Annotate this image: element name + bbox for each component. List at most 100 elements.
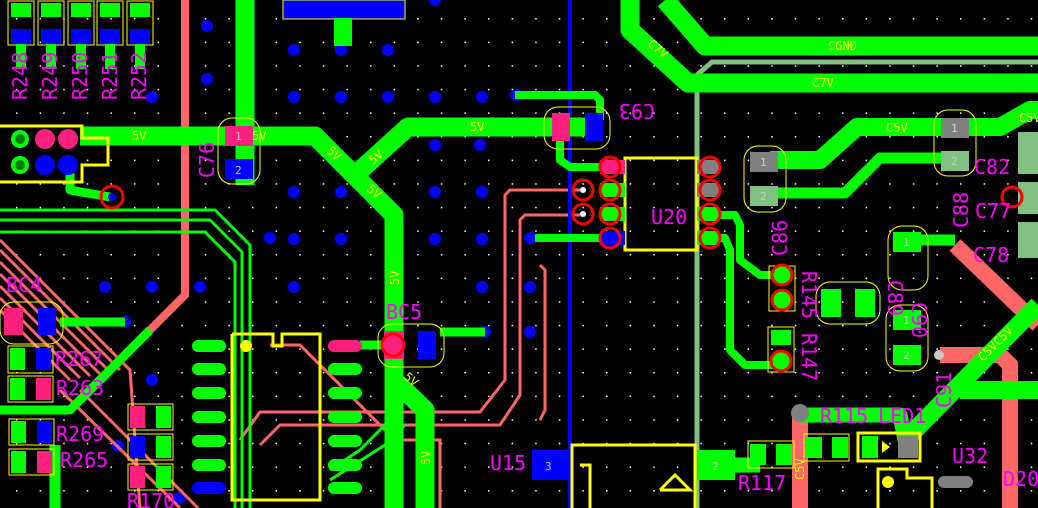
grid-dot (464, 466, 466, 468)
ic-u15[interactable]: 3 2 (532, 443, 735, 508)
resistor-r267[interactable] (7, 345, 54, 374)
trace[interactable] (0, 326, 154, 415)
ic-u20[interactable] (571, 155, 722, 252)
grid-dot (252, 466, 254, 468)
grid-dot (39, 88, 42, 91)
grid-dot (582, 324, 584, 327)
trace[interactable] (515, 91, 604, 120)
ic-soic[interactable] (192, 332, 362, 502)
grid-dot (606, 18, 608, 20)
resistor-array-r170[interactable] (127, 403, 174, 491)
grid-dot (724, 348, 726, 350)
trace-c7v[interactable] (620, 0, 1038, 93)
grid-dot (582, 18, 584, 20)
grid-dot (912, 301, 915, 303)
resistor-array-r248-r252[interactable] (7, 0, 154, 69)
trace-cgnd[interactable] (657, 0, 1038, 56)
grid-dot (228, 490, 230, 492)
resistor-r263[interactable] (7, 375, 54, 403)
grid-dot (370, 301, 372, 303)
pin-pad (192, 363, 226, 375)
connector-header[interactable] (0, 124, 110, 184)
bottom-trace[interactable] (238, 188, 580, 441)
grid-dot (842, 395, 844, 398)
pin-pad (328, 482, 362, 494)
capacitor-right-edge[interactable] (1000, 132, 1038, 258)
grid-dot (440, 206, 443, 209)
capacitor-c82[interactable]: 1 2 (933, 109, 977, 177)
bottom-trace[interactable] (538, 263, 547, 421)
trace[interactable] (65, 170, 111, 202)
trace[interactable] (712, 234, 780, 369)
trace-5v[interactable] (348, 117, 600, 183)
refdes-led1: LED1 (878, 404, 926, 428)
grid-dot (771, 112, 773, 114)
ic-u32[interactable] (876, 467, 973, 508)
bottom-trace[interactable] (0, 238, 142, 508)
resistor-r145[interactable] (768, 263, 796, 312)
trace[interactable] (0, 208, 252, 508)
trace-5v[interactable] (387, 373, 435, 508)
capacitor-c90[interactable]: 1 2 (885, 304, 944, 372)
grid-dot (535, 65, 537, 67)
resistor-r115[interactable] (803, 433, 850, 462)
resistor-r269[interactable] (8, 418, 55, 446)
capacitor-c78[interactable]: 1 (887, 225, 929, 291)
grid-dot (228, 324, 230, 327)
grid-dot (912, 277, 915, 280)
grid-dot (488, 183, 490, 185)
grid-dot (488, 254, 490, 256)
grid-dot (582, 348, 584, 350)
grid-dot (983, 442, 986, 445)
grid-dot (889, 466, 891, 468)
via (429, 186, 441, 198)
grid-dot (275, 41, 278, 44)
capacitor-c93[interactable] (543, 106, 611, 150)
bottom-trace[interactable] (258, 213, 580, 447)
capacitor-c86[interactable]: 1 2 (743, 145, 787, 213)
grid-dot (322, 112, 325, 114)
capacitor-c76[interactable]: 1 2 (217, 117, 261, 185)
capacitor-bc4[interactable] (0, 301, 64, 345)
refdes-d20: D20 (1003, 467, 1038, 491)
trace[interactable] (556, 140, 612, 171)
grid-dot (488, 277, 490, 280)
grid-dot (1030, 419, 1033, 421)
resistor-r265[interactable] (8, 448, 55, 476)
pin-pad (192, 387, 226, 399)
trace-c5v[interactable] (770, 101, 1038, 169)
trace (135, 44, 145, 69)
grid-dot (1007, 183, 1009, 185)
grid-dot (889, 65, 891, 67)
trace[interactable] (0, 218, 244, 508)
grid-dot (912, 395, 915, 398)
resistor-r117[interactable] (747, 440, 795, 469)
bottom-trace[interactable] (940, 347, 1018, 508)
trace[interactable] (712, 211, 780, 279)
grid-dot (63, 395, 65, 398)
trace-c5v[interactable] (770, 152, 960, 199)
component-block-top[interactable] (282, 0, 406, 20)
grid-dot (440, 490, 443, 492)
trace-c5v-diag[interactable] (898, 298, 1038, 447)
grid-dot (865, 395, 868, 398)
via (146, 281, 158, 293)
capacitor-bc5[interactable] (377, 323, 445, 368)
trace-5v[interactable] (80, 126, 404, 508)
pin-number: 1 (760, 156, 767, 169)
drc-marker[interactable] (99, 184, 125, 210)
trace[interactable] (0, 230, 237, 508)
grid-dot (86, 65, 89, 67)
grid-dot (724, 442, 726, 445)
grid-dot (299, 88, 301, 91)
resistor-r147[interactable] (767, 326, 795, 373)
grid-dot (275, 18, 278, 20)
capacitor-c89[interactable] (815, 281, 881, 325)
grid-dot (747, 324, 750, 327)
grid-dot (558, 419, 561, 421)
pin-pad (328, 459, 362, 471)
led-led1[interactable] (856, 431, 922, 463)
grid-dot (936, 372, 938, 374)
